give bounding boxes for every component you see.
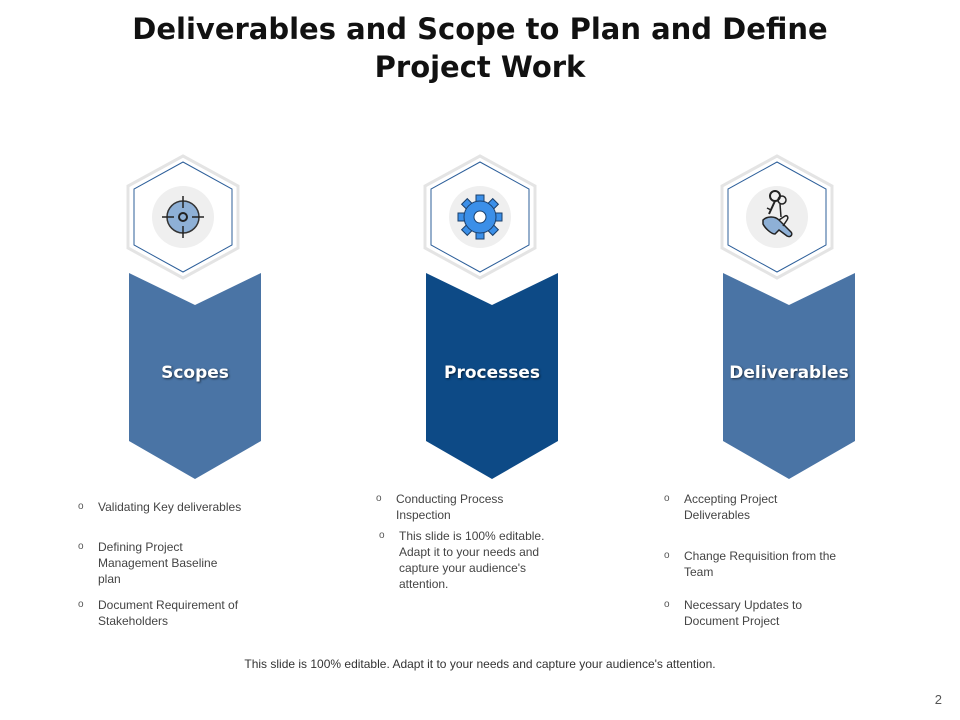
bullet-circle-icon: o: [664, 550, 670, 561]
deliverables-banner: Deliverables: [723, 273, 855, 483]
bullet-circle-icon: o: [78, 541, 84, 552]
slide-title: Deliverables and Scope to Plan and Defin…: [0, 10, 960, 86]
hexagon-badge: [125, 154, 241, 280]
hand-keys-icon: [762, 190, 793, 238]
bullet-circle-icon: o: [78, 501, 84, 512]
target-icon: [162, 196, 204, 238]
list-item: o This slide is 100% editable. Adapt it …: [379, 529, 545, 591]
hexagon-badge: [719, 154, 835, 280]
bullet-circle-icon: o: [664, 493, 670, 504]
list-item: o Defining Project Management Baseline p…: [78, 540, 218, 586]
banner-label: Processes: [443, 363, 540, 383]
title-line-2: Project Work: [374, 50, 586, 84]
list-item: o Conducting Process Inspection: [376, 492, 504, 522]
processes-banner: Processes: [426, 273, 558, 483]
bullet-circle-icon: o: [376, 493, 382, 504]
scopes-banner: Scopes: [129, 273, 261, 483]
title-line-1: Deliverables and Scope to Plan and Defin…: [132, 12, 828, 46]
list-item: o Document Requirement of Stakeholders: [78, 598, 239, 628]
list-item: o Accepting Project Deliverables: [664, 492, 778, 522]
list-item: o Validating Key deliverables: [78, 500, 242, 514]
page-number: 2: [934, 692, 942, 707]
bullet-circle-icon: o: [78, 599, 84, 610]
bullet-circle-icon: o: [379, 530, 385, 541]
footer-note: This slide is 100% editable. Adapt it to…: [244, 657, 716, 671]
list-item: o Change Requisition from the Team: [664, 549, 837, 579]
column-deliverables: Deliverables: [692, 140, 862, 490]
bullet-circle-icon: o: [664, 599, 670, 610]
column-scopes: Scopes: [98, 140, 268, 490]
banner-label: Scopes: [161, 363, 229, 383]
gear-icon: [457, 194, 503, 240]
list-item: o Necessary Updates to Document Project: [664, 598, 803, 628]
hexagon-badge: [422, 154, 538, 280]
column-processes: Processes: [395, 140, 565, 490]
banner-label: Deliverables: [729, 363, 849, 383]
